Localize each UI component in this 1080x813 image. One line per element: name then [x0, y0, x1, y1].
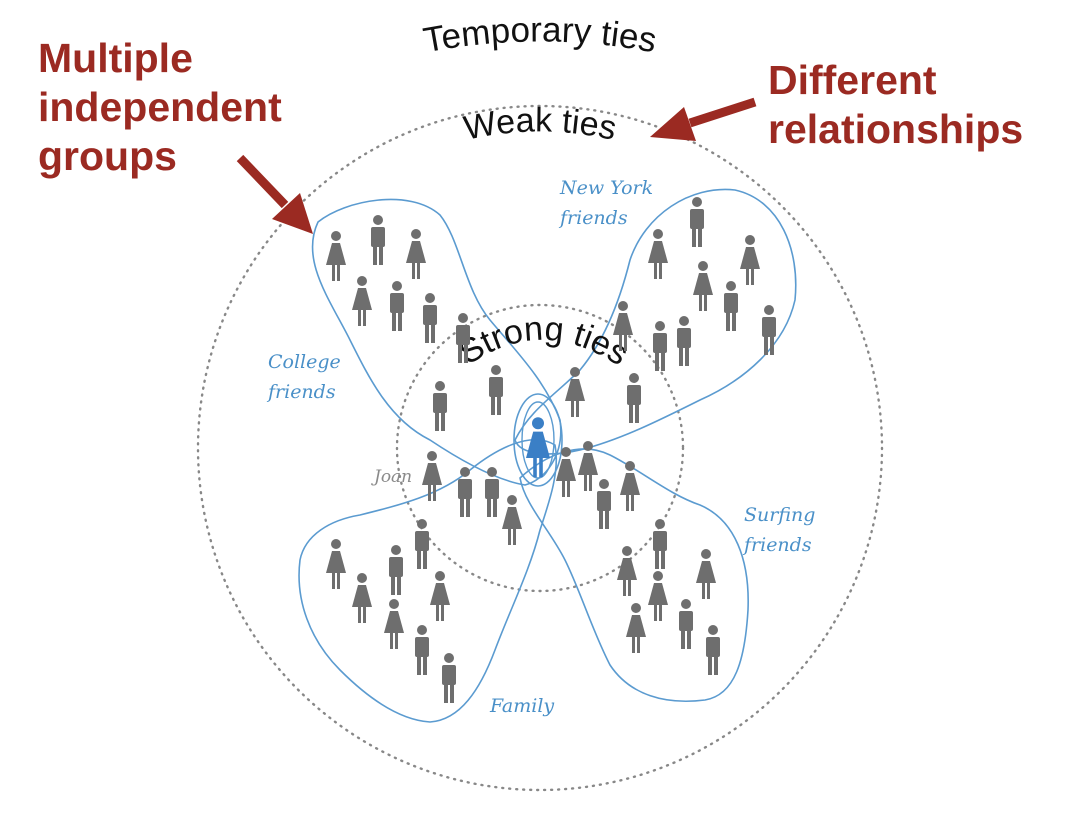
person-icon	[706, 625, 720, 675]
person-icon	[326, 231, 346, 281]
person-icon	[371, 215, 385, 265]
college-friends-outline	[311, 198, 562, 486]
person-icon	[430, 571, 450, 621]
arrow-icon	[650, 97, 757, 141]
person-icon	[740, 235, 760, 285]
person-icon	[762, 305, 776, 355]
person-icon	[696, 549, 716, 599]
callout-line: relationships	[768, 106, 1024, 152]
person-icon	[679, 599, 693, 649]
person-icon	[442, 653, 456, 703]
person-icon	[724, 281, 738, 331]
people-layer	[326, 197, 776, 703]
center-outline-inner	[521, 401, 555, 479]
person-icon	[693, 261, 713, 311]
person-icon	[653, 321, 667, 371]
arrow-icon	[236, 154, 313, 234]
center-outline-outer	[513, 393, 563, 487]
person-icon	[597, 479, 611, 529]
center-person-icon	[526, 417, 550, 478]
weak-ties-label: Weak ties	[461, 101, 620, 147]
new-york-friends-outline	[514, 188, 797, 455]
family-label: Family	[489, 695, 554, 717]
family-outline	[298, 439, 558, 723]
person-icon	[423, 293, 437, 343]
person-icon	[415, 625, 429, 675]
person-icon	[406, 229, 426, 279]
person-icon	[352, 573, 372, 623]
person-icon	[565, 367, 585, 417]
person-icon	[626, 603, 646, 653]
surfing-friends-label: Surfing friends	[742, 504, 821, 556]
callout-line: Multiple	[38, 35, 193, 81]
multiple-groups-callout: Multiple independent groups	[38, 34, 282, 181]
surfing-friends-outline	[519, 448, 749, 703]
person-icon	[415, 519, 429, 569]
temporary-ties-label: Temporary ties	[420, 10, 659, 60]
person-icon	[648, 229, 668, 279]
person-icon	[648, 571, 668, 621]
different-relationships-callout: Different relationships	[768, 56, 1023, 154]
weak-ties-ring	[196, 104, 884, 792]
person-icon	[627, 373, 641, 423]
person-icon	[489, 365, 503, 415]
person-icon	[653, 519, 667, 569]
callout-line: independent	[38, 84, 282, 130]
joan-label: Joan	[371, 467, 412, 487]
person-icon	[390, 281, 404, 331]
callout-line: Different	[768, 57, 937, 103]
person-icon	[556, 447, 576, 497]
person-icon	[384, 599, 404, 649]
person-icon	[326, 539, 346, 589]
person-icon	[458, 467, 472, 517]
new-york-friends-label: New York friends	[558, 177, 659, 229]
person-icon	[485, 467, 499, 517]
person-icon	[677, 316, 691, 366]
person-icon	[617, 546, 637, 596]
callout-line: groups	[38, 133, 177, 179]
strong-ties-ring	[395, 303, 685, 593]
person-icon	[502, 495, 522, 545]
person-icon	[352, 276, 372, 326]
person-icon	[389, 545, 403, 595]
person-icon	[690, 197, 704, 247]
college-friends-label: College friends	[266, 351, 347, 403]
person-icon	[433, 381, 447, 431]
person-icon	[620, 461, 640, 511]
